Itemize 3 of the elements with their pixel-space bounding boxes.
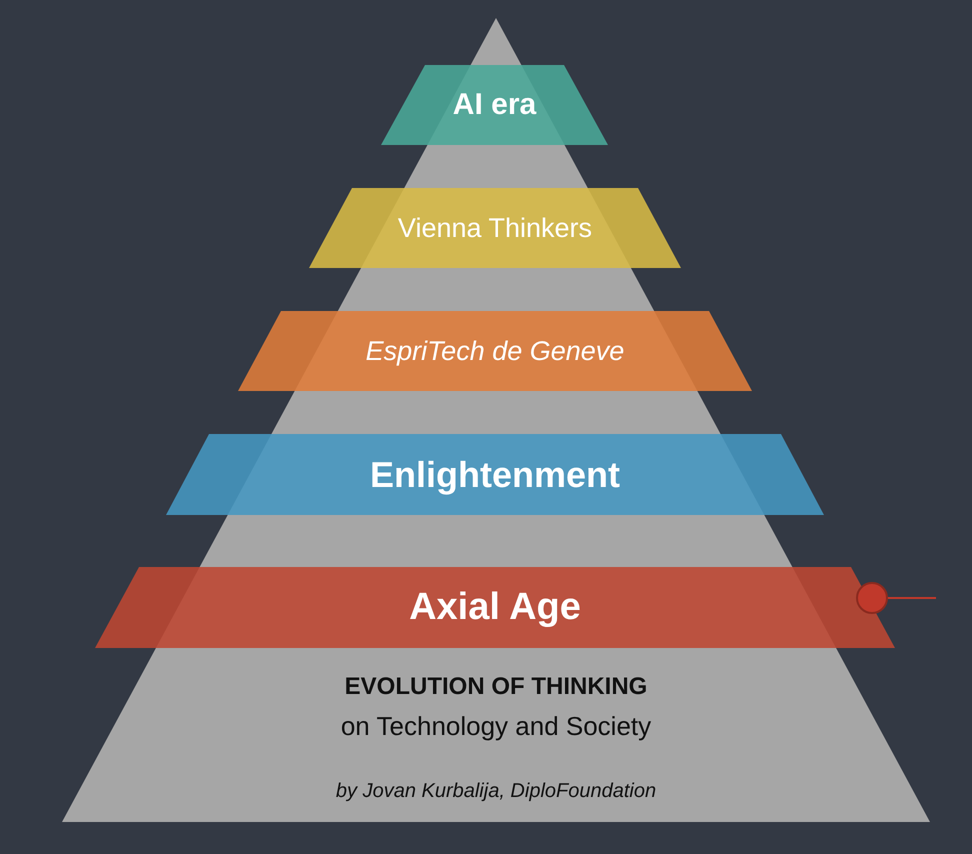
heading: EVOLUTION OF THINKING xyxy=(344,673,648,701)
subtitle: on Technology and Society xyxy=(340,711,652,742)
byline: by Jovan Kurbalija, DiploFoundation xyxy=(334,780,658,803)
